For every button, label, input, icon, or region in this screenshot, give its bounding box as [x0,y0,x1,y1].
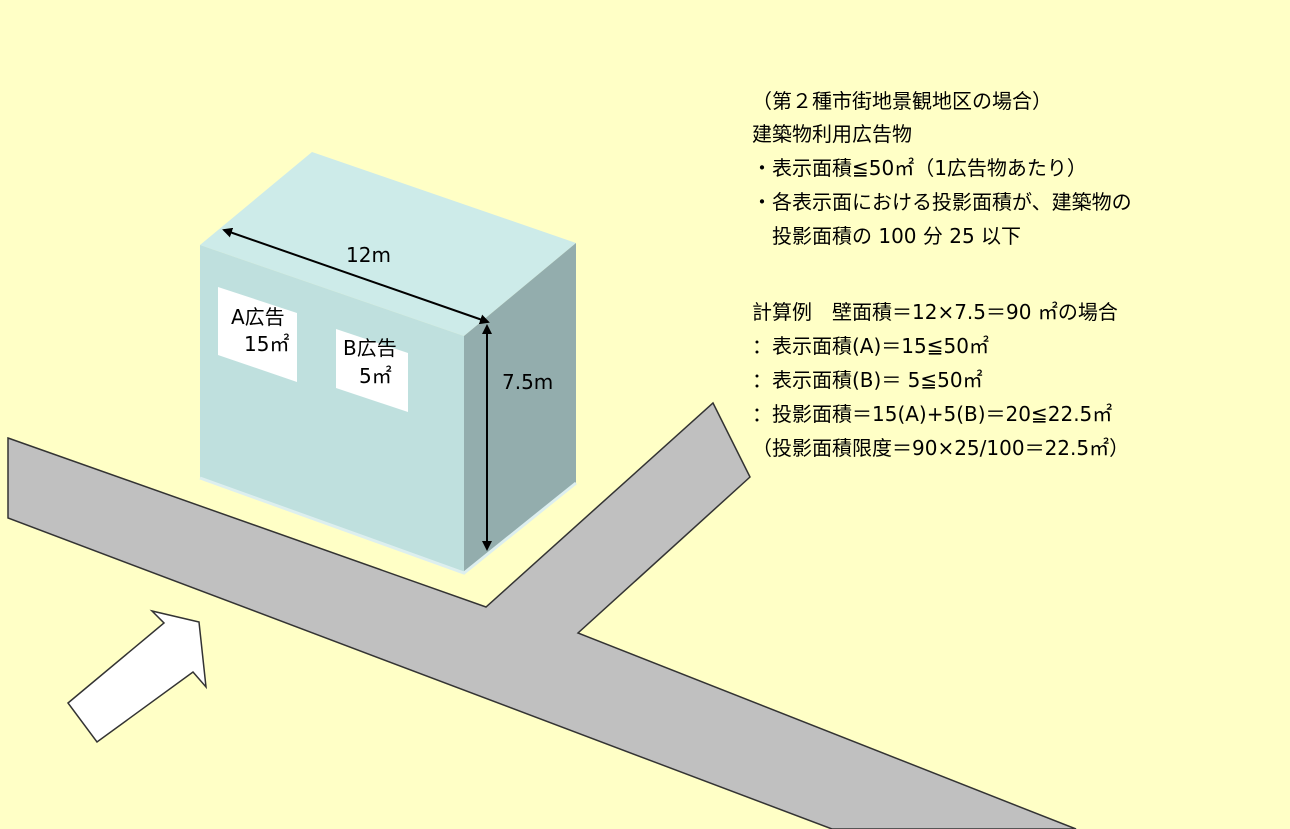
spacer [752,253,1282,295]
category-heading: 建築物利用広告物 [752,122,912,146]
sign-b-title: B広告 [343,336,397,360]
explanation-notes: （第２種市街地景観地区の場合） 建築物利用広告物 ・表示面積≦50㎡（1広告物あ… [752,84,1282,465]
projection-limit: （投影面積限度＝90×25/100＝22.5㎡） [752,436,1130,460]
sign-b [336,329,408,412]
example-title: 計算例 壁面積＝12×7.5＝90 ㎡の場合 [752,300,1118,324]
calc-b: ：表示面積(B)＝ 5≦50㎡ [752,368,983,392]
direction-arrow-icon [66,609,208,744]
rule-projection-line1: ・各表示面における投影面積が、建築物の [752,190,1132,214]
calc-projection: ：投影面積＝15(A)+5(B)＝20≦22.5㎡ [752,402,1113,426]
building-ground-edge [199,476,577,575]
rule-display-area: ・表示面積≦50㎡（1広告物あたり） [752,156,1087,180]
height-label: 7.5m [502,370,553,394]
calc-a: ：表示面積(A)＝15≦50㎡ [752,334,989,358]
sign-a-area: 15㎡ [244,332,289,356]
district-note: （第２種市街地景観地区の場合） [752,89,1052,113]
sign-b-area: 5㎡ [359,364,392,388]
width-label: 12m [346,243,391,267]
building-side-face [464,243,576,573]
rule-projection-line2: 投影面積の 100 分 25 以下 [752,224,1022,248]
width-dimension-line [222,227,490,325]
sign-a-title: A広告 [231,305,285,329]
road [7,401,1077,829]
